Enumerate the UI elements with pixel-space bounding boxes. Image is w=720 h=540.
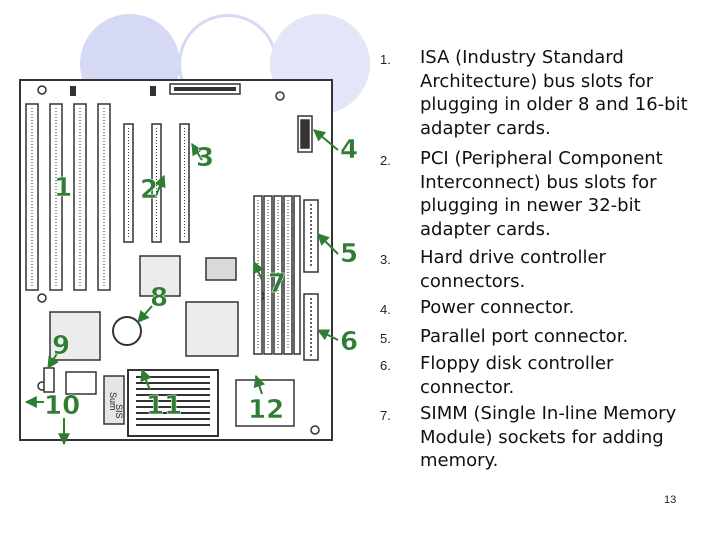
list-item-number: 5. <box>380 331 391 346</box>
callout-11: 11 <box>146 391 182 421</box>
component-list: 1. ISA (Industry Standard Architecture) … <box>380 46 710 473</box>
callout-1: 1 <box>54 173 72 203</box>
list-item-number: 3. <box>380 252 391 267</box>
list-item: 2. PCI (Peripheral Component Interconnec… <box>380 147 710 246</box>
callout-6: 6 <box>340 327 358 357</box>
list-item-text: Floppy disk controller connector. <box>420 353 614 398</box>
list-item-number: 6. <box>380 358 391 373</box>
list-item: 1. ISA (Industry Standard Architecture) … <box>380 46 710 147</box>
bios-chip: Sum SIS <box>103 375 125 425</box>
list-item: 3. Hard drive controller connectors. <box>380 246 710 296</box>
isa-slots <box>25 103 111 291</box>
callout-10: 10 <box>44 391 80 421</box>
list-item: 6. Floppy disk controller connector. <box>380 352 710 402</box>
chip-label-1: Sum <box>108 392 118 411</box>
list-item-number: 1. <box>380 52 391 67</box>
list-item-number: 7. <box>380 408 391 423</box>
floppy-connector <box>303 293 319 361</box>
list-item: 7. SIMM (Single In-line Memory Module) s… <box>380 402 710 473</box>
callout-9: 9 <box>52 331 70 361</box>
list-item-text: ISA (Industry Standard Architecture) bus… <box>420 47 688 139</box>
callout-12: 12 <box>248 395 284 425</box>
cpu-socket <box>127 369 219 437</box>
power-connector <box>297 115 313 153</box>
list-item-text: Parallel port connector. <box>420 326 629 347</box>
list-item-text: PCI (Peripheral Component Interconnect) … <box>420 148 663 240</box>
callout-5: 5 <box>340 239 358 269</box>
top-header-pins <box>70 83 241 96</box>
page-number: 13 <box>664 494 677 506</box>
list-item-text: SIMM (Single In-line Memory Module) sock… <box>420 403 677 471</box>
callout-arrows <box>24 129 339 446</box>
callout-4: 4 <box>340 135 358 165</box>
callout-8: 8 <box>150 283 168 313</box>
list-item: 5. Parallel port connector. <box>380 325 710 352</box>
simm-socket-pins <box>257 200 289 350</box>
list-item-text: Hard drive controller connectors. <box>420 247 606 292</box>
list-item-number: 2. <box>380 153 391 168</box>
callout-2: 2 <box>140 175 158 205</box>
chip-label-2: SIS <box>114 404 124 419</box>
chips <box>49 255 239 361</box>
list-item: 4. Power connector. <box>380 296 710 325</box>
callout-7: 7 <box>268 269 286 299</box>
parallel-port-connector <box>303 199 319 273</box>
callout-3: 3 <box>196 143 214 173</box>
cmos-battery <box>112 316 142 346</box>
list-item-number: 4. <box>380 302 391 317</box>
list-item-text: Power connector. <box>420 297 575 318</box>
